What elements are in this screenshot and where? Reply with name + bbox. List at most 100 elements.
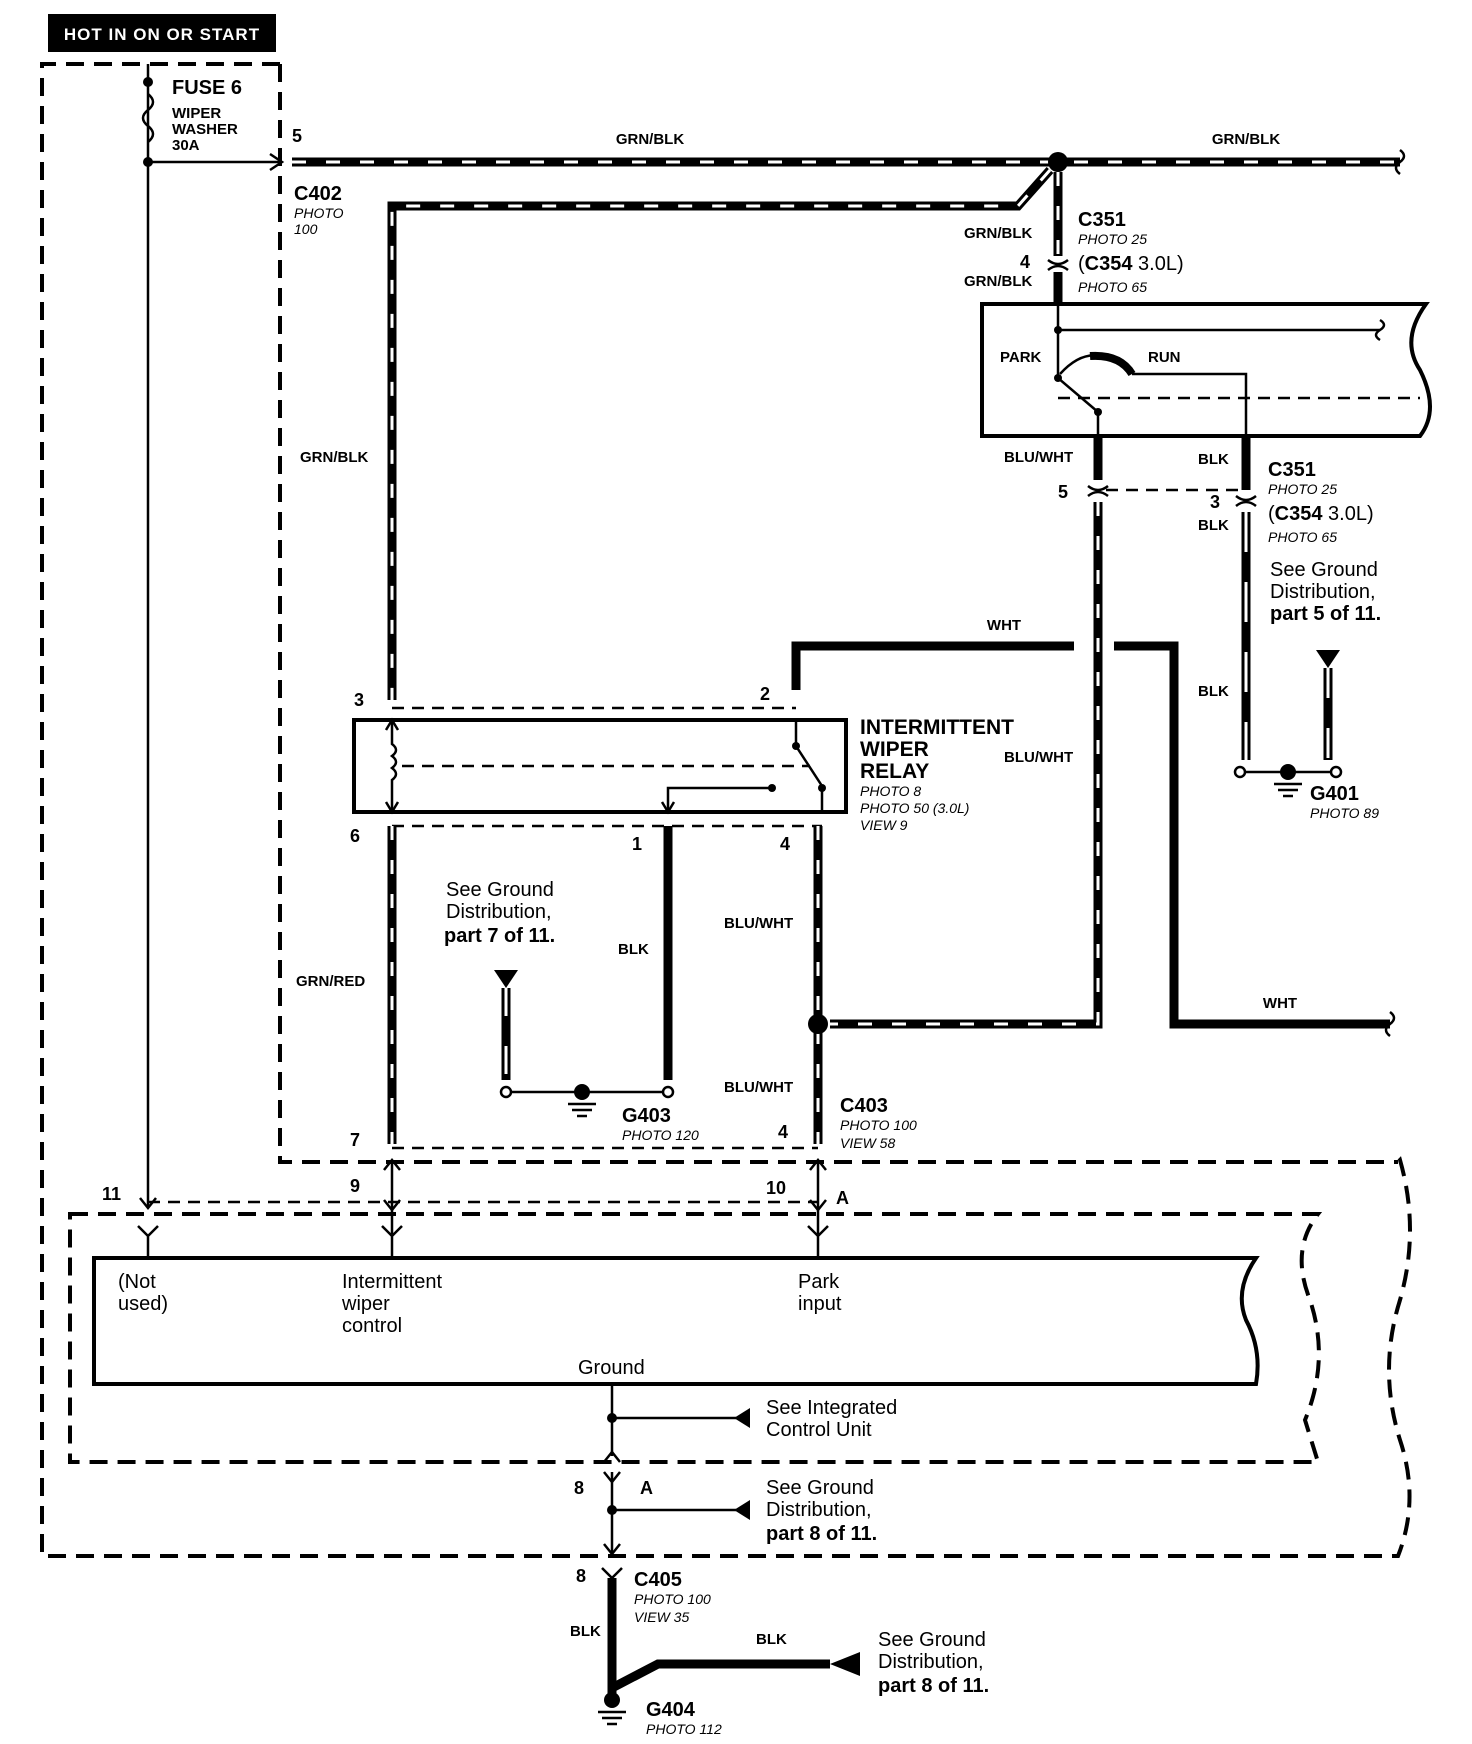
blk-label-1: BLK [1198, 451, 1229, 468]
relay-title-2: WIPER [860, 738, 929, 761]
g403-symbol [568, 1102, 596, 1118]
c351-top-alt-photo: PHOTO 65 [1078, 279, 1147, 295]
blk-label-5: BLK [570, 1623, 601, 1640]
c351-bottom-name: C351 [1268, 459, 1316, 481]
fuse-box-enclosure-right [278, 64, 1398, 1164]
motor-run-label: RUN [1148, 349, 1181, 366]
control-unit-enclosure [68, 1212, 1323, 1464]
fuse-rating: 30A [172, 137, 200, 154]
ecu-iwc-3: control [342, 1315, 402, 1337]
fuse-line1: WIPER [172, 105, 221, 122]
grn-red-label: GRN/RED [296, 973, 365, 990]
motor-run-line [1132, 372, 1248, 436]
grn-blk-label-5: GRN/BLK [964, 273, 1032, 290]
relay-pin-7: 7 [350, 1130, 360, 1150]
c351-top-pin: 4 [1020, 252, 1030, 272]
blu-wht-label-1: BLU/WHT [1004, 449, 1073, 466]
ecu-pin-a: A [836, 1188, 849, 1208]
icu-arrow [734, 1408, 750, 1428]
g404-name: G404 [646, 1699, 696, 1721]
c351-top-connector [1047, 258, 1069, 272]
g401-name: G401 [1310, 783, 1359, 805]
gd5-line3: part 5 of 11. [1270, 603, 1381, 625]
wht-label-2: WHT [1263, 995, 1297, 1012]
blk-label-4: BLK [618, 941, 649, 958]
grn-blk-bus-end [1394, 149, 1406, 175]
g401-symbol [1274, 782, 1302, 798]
c405-photo: PHOTO 100 [634, 1591, 711, 1607]
ecu-pin-9: 9 [350, 1176, 360, 1196]
ecu-park-2: input [798, 1293, 842, 1315]
blu-wht-splice [808, 1014, 828, 1034]
c402-arrow [269, 152, 285, 172]
gd8b-line3: part 8 of 11. [878, 1675, 989, 1697]
c403-view: VIEW 58 [840, 1135, 895, 1151]
c402-pin: 5 [292, 126, 302, 146]
c351-bottom-photo: PHOTO 25 [1268, 481, 1337, 497]
relay-pin-6: 6 [350, 826, 360, 846]
relay-title-1: INTERMITTENT [860, 716, 1014, 739]
ecu-pin-11-y [137, 1225, 159, 1258]
ecu-pin-8: 8 [574, 1478, 584, 1498]
c403-pin: 4 [778, 1122, 788, 1142]
gd8b-line1: See Ground [878, 1629, 986, 1651]
ecu-pin-10-y [807, 1225, 829, 1258]
wht-wire-top [791, 641, 1074, 690]
gd8a-line2: Distribution, [766, 1499, 872, 1521]
g404-photo: PHOTO 112 [646, 1721, 722, 1737]
relay-pin-1: 1 [632, 834, 642, 854]
relay-pin-3: 3 [354, 690, 364, 710]
ecu-ground-label: Ground [578, 1357, 645, 1379]
ecu-iwc-1: Intermittent [342, 1271, 442, 1293]
grn-blk-to-relay [387, 167, 1054, 700]
motor-park-switch [1056, 330, 1100, 436]
g403-name: G403 [622, 1105, 671, 1127]
ecu-pin-11: 11 [102, 1184, 121, 1204]
motor-run-arc [1089, 351, 1136, 377]
blk-label-2: BLK [1198, 517, 1229, 534]
ecu-not-used-2: used) [118, 1293, 168, 1315]
gd8a-line3: part 8 of 11. [766, 1523, 877, 1545]
gd5-arrow [1316, 650, 1340, 668]
ecu-pin-9-y [381, 1225, 403, 1258]
fuse-line2: WASHER [172, 121, 238, 138]
c351-top-name: C351 [1078, 209, 1126, 231]
g404-symbol [598, 1710, 626, 1726]
g404-dot [604, 1692, 620, 1708]
gd8b-line2: Distribution, [878, 1651, 984, 1673]
control-unit-box [92, 1256, 1260, 1386]
ecu-not-used-1: (Not [118, 1271, 156, 1293]
c351-bottom-pin-right: 3 [1210, 492, 1220, 512]
gd8b-arrow [830, 1652, 860, 1676]
relay-view: VIEW 9 [860, 817, 908, 833]
c403-photo: PHOTO 100 [840, 1117, 917, 1133]
ecu-pin-10: 10 [766, 1178, 786, 1198]
c405-pin: 8 [576, 1566, 586, 1586]
relay-photo-2: PHOTO 50 (3.0L) [860, 800, 969, 816]
icu-line2: Control Unit [766, 1419, 872, 1441]
blk-label-3: BLK [1198, 683, 1229, 700]
relay-box [352, 718, 848, 814]
c402-name: C402 [294, 183, 342, 205]
relay-pin-4: 4 [780, 834, 790, 854]
fuse-box-enclosure [40, 62, 1412, 1558]
wht-wire-right [1114, 641, 1390, 1029]
motor-park-label: PARK [1000, 349, 1042, 366]
relay-pin-2: 2 [760, 684, 770, 704]
gd5-line2: Distribution, [1270, 581, 1376, 603]
c405-connector [601, 1567, 623, 1580]
blu-wht-label-2: BLU/WHT [1004, 749, 1073, 766]
grn-blk-label-1: GRN/BLK [616, 131, 684, 148]
header-title: HOT IN ON OR START [64, 25, 260, 44]
c405-view: VIEW 35 [634, 1609, 689, 1625]
icu-line1: See Integrated [766, 1397, 897, 1419]
c402-photo-num: 100 [294, 221, 318, 237]
fuse-top-junction [143, 77, 153, 87]
fuse-element [141, 93, 155, 143]
fuse-name: FUSE 6 [172, 77, 242, 99]
c402-photo: PHOTO [294, 205, 344, 221]
gd7-line3: part 7 of 11. [444, 925, 555, 947]
ecu-park-1: Park [798, 1271, 840, 1293]
grn-blk-splice [1048, 152, 1068, 172]
